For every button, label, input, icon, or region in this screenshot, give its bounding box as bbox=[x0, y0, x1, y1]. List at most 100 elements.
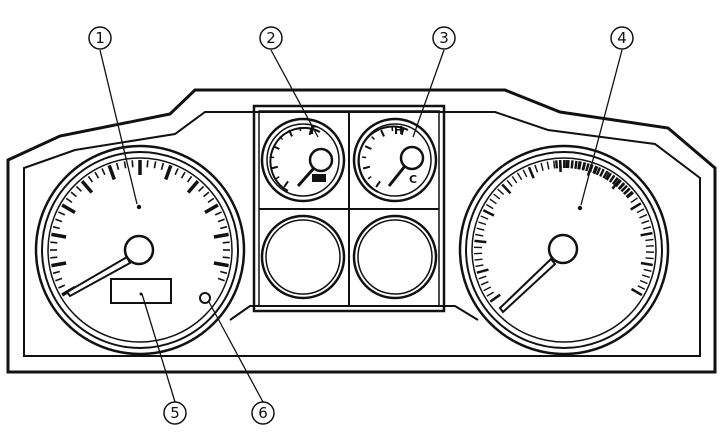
gauge-tick bbox=[364, 145, 372, 150]
gauge-tick bbox=[213, 232, 229, 239]
gauge-tick bbox=[645, 257, 654, 260]
gauge-tick bbox=[475, 264, 484, 268]
gauge-tick bbox=[50, 256, 58, 259]
callout-2: 2 bbox=[259, 26, 283, 50]
temperature-needle bbox=[387, 165, 407, 187]
gauge-tick bbox=[58, 284, 66, 289]
gauge-tick bbox=[65, 197, 73, 204]
fuel-needle bbox=[296, 167, 316, 187]
gauge-tick bbox=[207, 197, 215, 204]
cluster-outer-housing bbox=[6, 88, 717, 374]
gauge-tick bbox=[107, 164, 116, 181]
tachometer-redline-segment bbox=[599, 168, 605, 177]
speedometer bbox=[34, 144, 246, 356]
speedometer-ticks bbox=[50, 160, 230, 297]
gauge-tick bbox=[101, 168, 106, 176]
gauge-tick bbox=[180, 171, 186, 179]
gauge-tick bbox=[51, 261, 67, 268]
gauge-tick bbox=[288, 129, 293, 137]
gauge-tick bbox=[480, 215, 489, 220]
gauge-tick bbox=[75, 185, 82, 192]
cluster-inner-bezel bbox=[23, 111, 701, 357]
gauge-tick bbox=[639, 279, 648, 285]
tachometer-redline-segment bbox=[617, 182, 625, 190]
gauge-tick bbox=[80, 179, 94, 194]
speedometer-hub bbox=[123, 234, 155, 266]
svg-text:6: 6 bbox=[258, 404, 268, 422]
gauge-tick bbox=[213, 261, 229, 268]
tachometer bbox=[458, 144, 670, 356]
fuel-gauge-ticks bbox=[270, 127, 313, 188]
callout-leader-5 bbox=[141, 293, 176, 403]
gauge-tick bbox=[270, 165, 279, 170]
gauge-tick bbox=[497, 188, 505, 196]
gauge-tick bbox=[643, 226, 652, 230]
speedometer-center-dot bbox=[136, 204, 142, 210]
gauge-tick bbox=[611, 178, 621, 190]
temperature-gauge-ticks bbox=[362, 127, 405, 188]
gauge-tick bbox=[640, 231, 653, 237]
gauge-tick bbox=[55, 277, 63, 282]
temp-hot-label: H bbox=[394, 124, 403, 137]
gauge-tick bbox=[55, 218, 63, 223]
temp-cold-label: C bbox=[409, 173, 417, 186]
lower-right-gauge-cutout bbox=[352, 214, 438, 300]
svg-text:1: 1 bbox=[95, 29, 105, 47]
tachometer-needle bbox=[498, 257, 557, 314]
callout-6: 6 bbox=[251, 401, 275, 425]
gauge-tick bbox=[146, 160, 149, 168]
gauge-tick bbox=[522, 169, 528, 178]
gauge-tick bbox=[489, 198, 497, 205]
callout-leader-3 bbox=[412, 49, 445, 138]
gauge-tick bbox=[630, 202, 642, 211]
gauge-tick bbox=[534, 164, 539, 173]
svg-text:5: 5 bbox=[170, 404, 180, 422]
gauge-tick bbox=[486, 291, 495, 297]
gauge-tick bbox=[483, 286, 492, 292]
gauge-tick bbox=[630, 287, 643, 297]
tachometer-redline-segment bbox=[611, 176, 619, 185]
gauge-tick bbox=[279, 136, 284, 141]
gauge-tick bbox=[476, 268, 489, 274]
callout-4: 4 bbox=[610, 26, 634, 50]
gauge-tick bbox=[70, 191, 77, 198]
gauge-tick bbox=[480, 281, 489, 286]
tachometer-redline-segment bbox=[608, 174, 616, 183]
gauge-tick bbox=[540, 162, 544, 171]
tachometer-hub bbox=[547, 233, 579, 265]
callout-leader-1 bbox=[99, 49, 138, 205]
tachometer-redline-segment bbox=[623, 187, 631, 195]
gauge-tick bbox=[186, 179, 200, 194]
gauge-tick bbox=[367, 175, 372, 180]
svg-text:4: 4 bbox=[617, 29, 627, 47]
gauge-tick bbox=[58, 211, 66, 216]
gauge-tick bbox=[375, 180, 381, 188]
fuel-gauge: F bbox=[260, 117, 346, 203]
gauge-tick bbox=[626, 192, 634, 199]
gauge-tick bbox=[283, 180, 289, 188]
gauge-tick bbox=[308, 127, 313, 136]
gauge-tick bbox=[371, 136, 376, 141]
gauge-tick bbox=[272, 145, 280, 150]
gauge-tick bbox=[115, 162, 120, 171]
callout-leader-2 bbox=[270, 49, 319, 138]
gauge-tick bbox=[131, 160, 134, 168]
gauge-tick bbox=[52, 270, 61, 275]
tachometer-redline-segment bbox=[574, 160, 578, 169]
gauge-tick bbox=[516, 172, 523, 181]
tachometer-redline-segment bbox=[625, 190, 634, 198]
tachometer-redline-segment bbox=[577, 161, 582, 170]
gauge-tick bbox=[51, 232, 67, 239]
gauge-tick bbox=[50, 241, 58, 244]
trip-reset-knob bbox=[199, 292, 211, 304]
tachometer-redline-segment bbox=[605, 172, 612, 181]
gauge-tick bbox=[52, 225, 61, 230]
gauge-tick bbox=[174, 168, 179, 176]
gauge-tick bbox=[630, 197, 638, 204]
gauge-tick bbox=[478, 275, 487, 280]
callout-1: 1 bbox=[88, 26, 112, 50]
gauge-tick bbox=[640, 261, 653, 267]
gauge-tick bbox=[217, 277, 225, 282]
gauge-tick bbox=[604, 171, 610, 180]
